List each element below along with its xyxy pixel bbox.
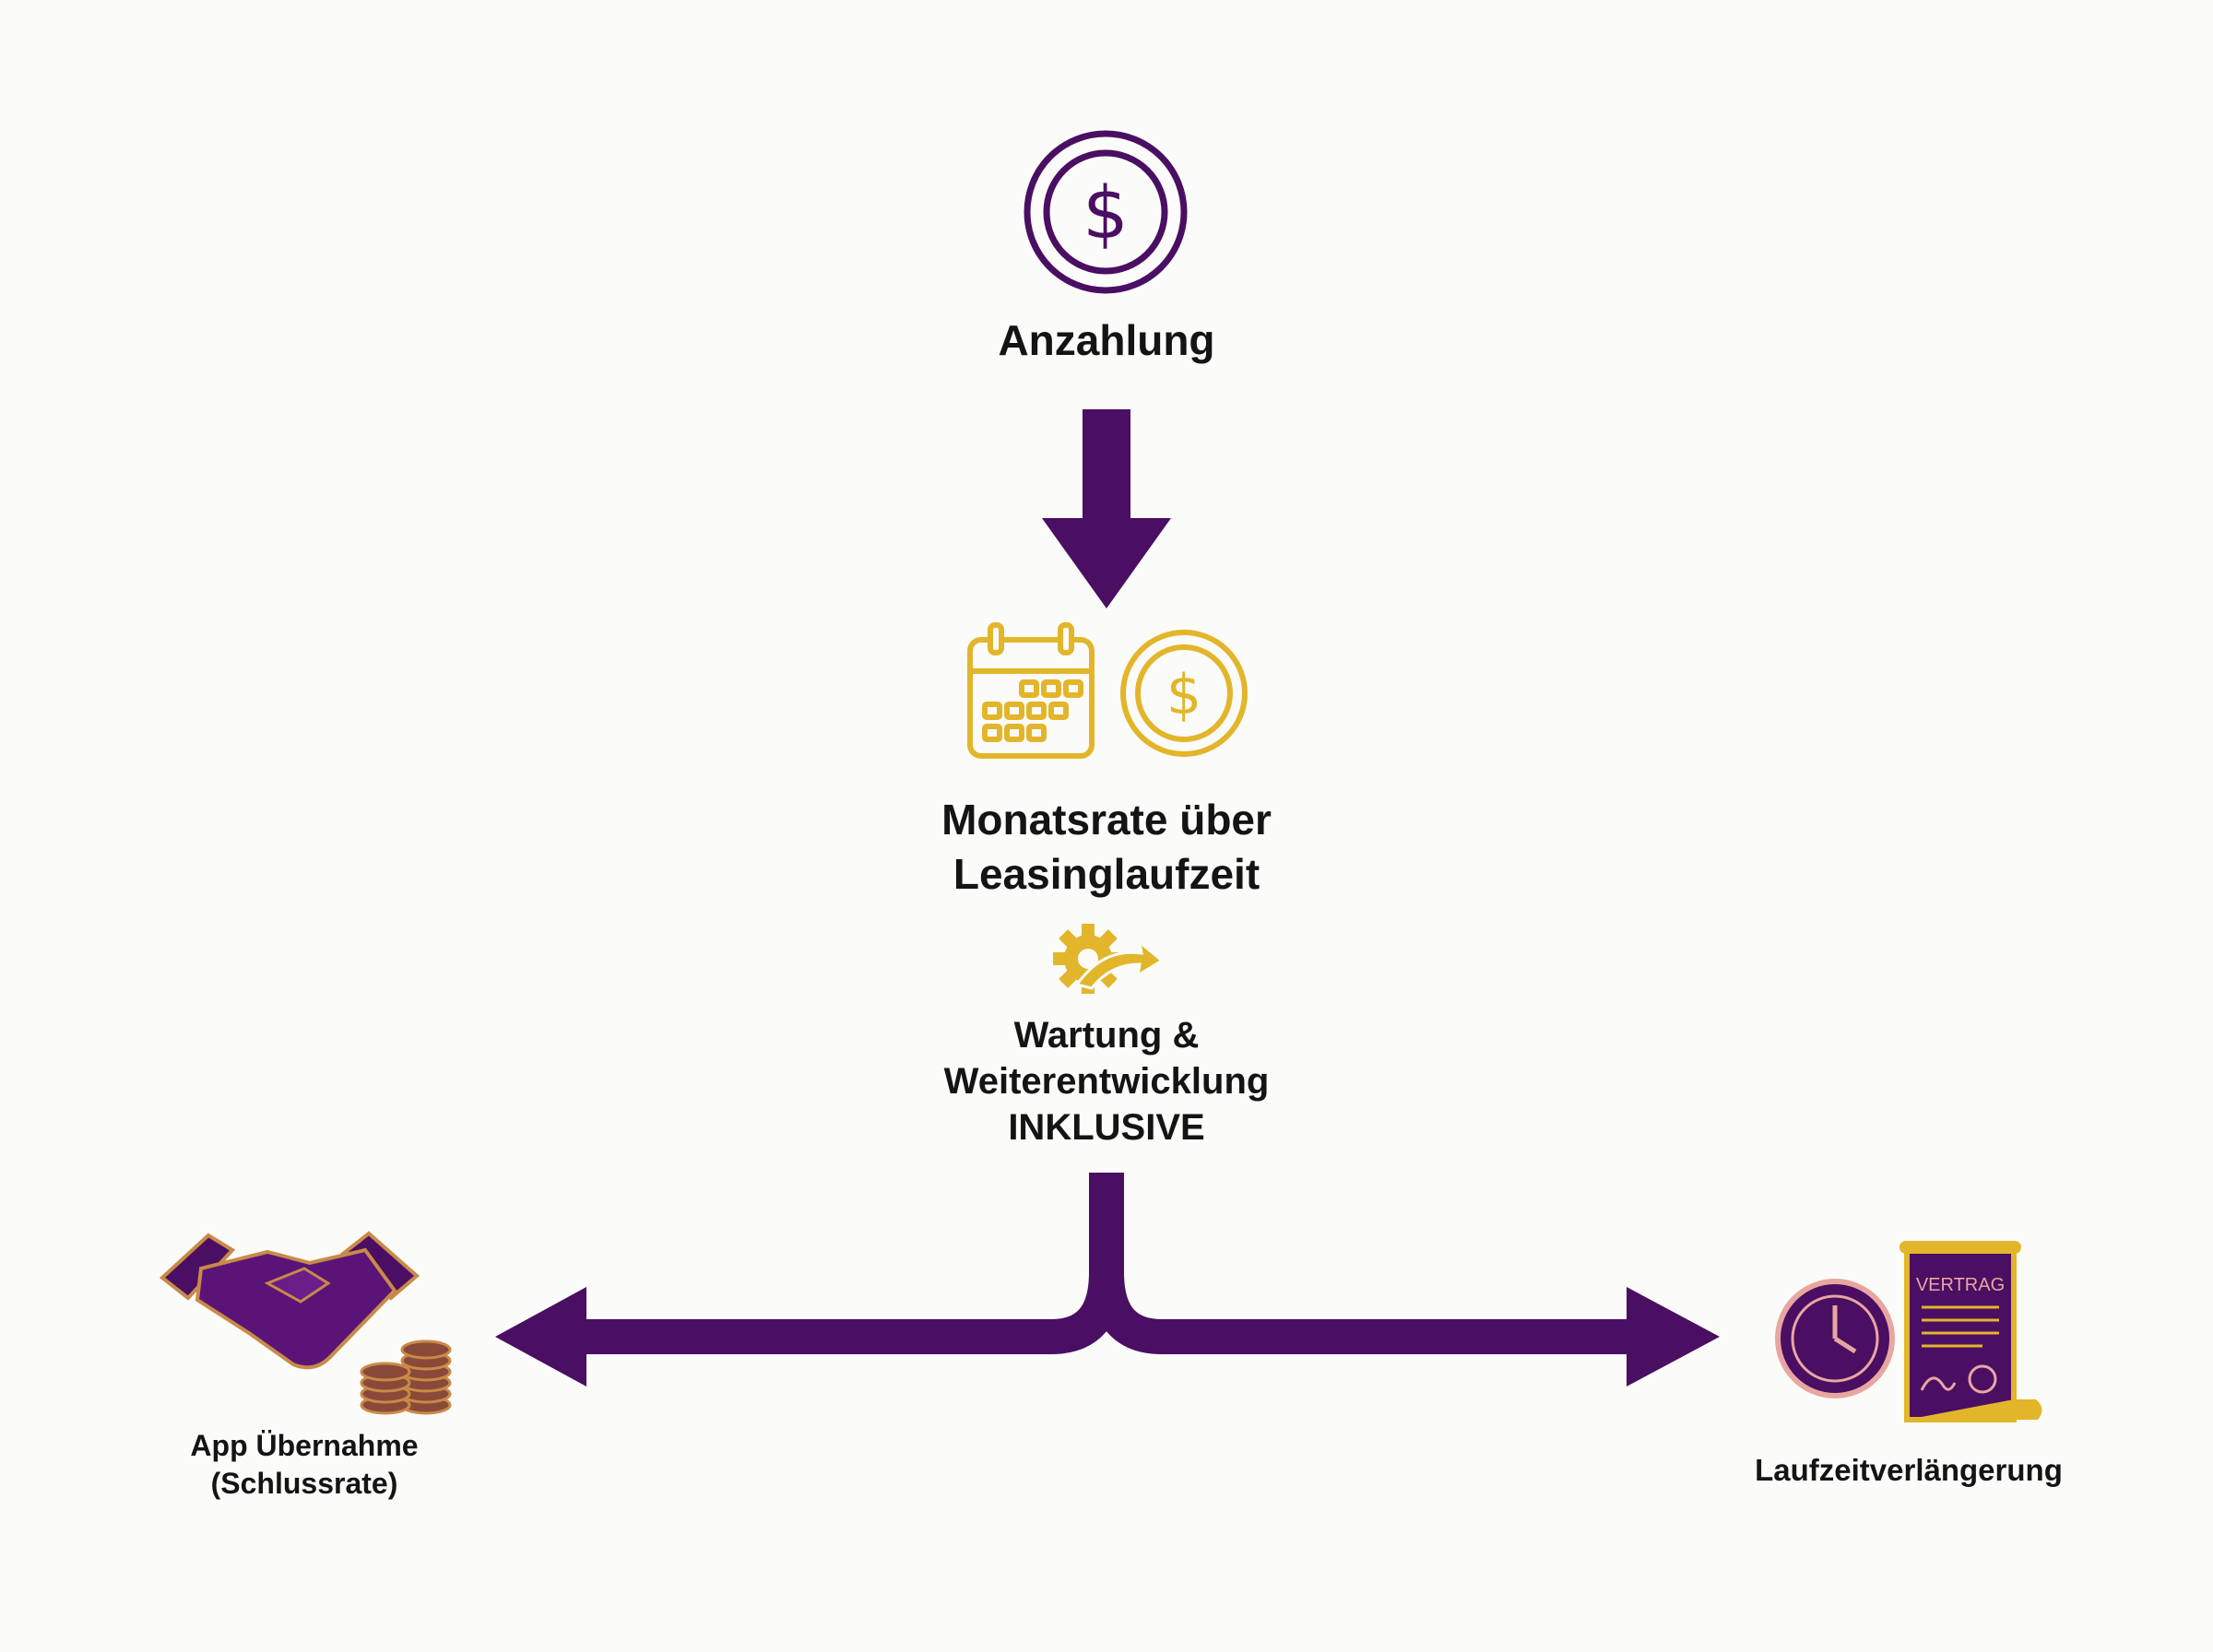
calendar-icon [967, 622, 1095, 759]
takeover-line2: (Schlussrate) [210, 1466, 398, 1500]
step-monthly-rate-label: Monatsrate über Leasinglaufzeit [784, 793, 1429, 902]
outcome-extension-label: Laufzeitverlängerung [1706, 1451, 2112, 1490]
contract-label: VERTRAG [1916, 1275, 2005, 1295]
down-arrow [1042, 409, 1171, 608]
gold-dollar-coin-icon: $ [1120, 630, 1248, 757]
branch-arrow [495, 1173, 1720, 1386]
monthly-rate-line1: Monatsrate über [941, 796, 1272, 844]
outcome-takeover-label: App Übernahme (Schlussrate) [120, 1427, 489, 1503]
extension-text: Laufzeitverlängerung [1755, 1453, 2063, 1487]
maintenance-line2: Weiterentwicklung [943, 1061, 1270, 1102]
monthly-rate-line2: Leasinglaufzeit [953, 849, 1260, 898]
down-payment-text: Anzahlung [998, 316, 1215, 364]
dollar-coin-icon: $ [1024, 130, 1188, 294]
step-maintenance-label: Wartung & Weiterentwicklung INKLUSIVE [784, 1012, 1429, 1150]
handshake-coins-icon [159, 1231, 452, 1415]
svg-text:$: $ [1083, 172, 1129, 255]
svg-text:$: $ [1166, 663, 1201, 727]
maintenance-line1: Wartung & [1013, 1015, 1200, 1056]
takeover-line1: App Übernahme [190, 1429, 419, 1462]
clock-contract-icon: VERTRAG [1775, 1241, 2042, 1422]
maintenance-line3: INKLUSIVE [1008, 1107, 1205, 1148]
gear-arrow-icon [1053, 924, 1165, 994]
step-down-payment-label: Anzahlung [830, 313, 1383, 368]
